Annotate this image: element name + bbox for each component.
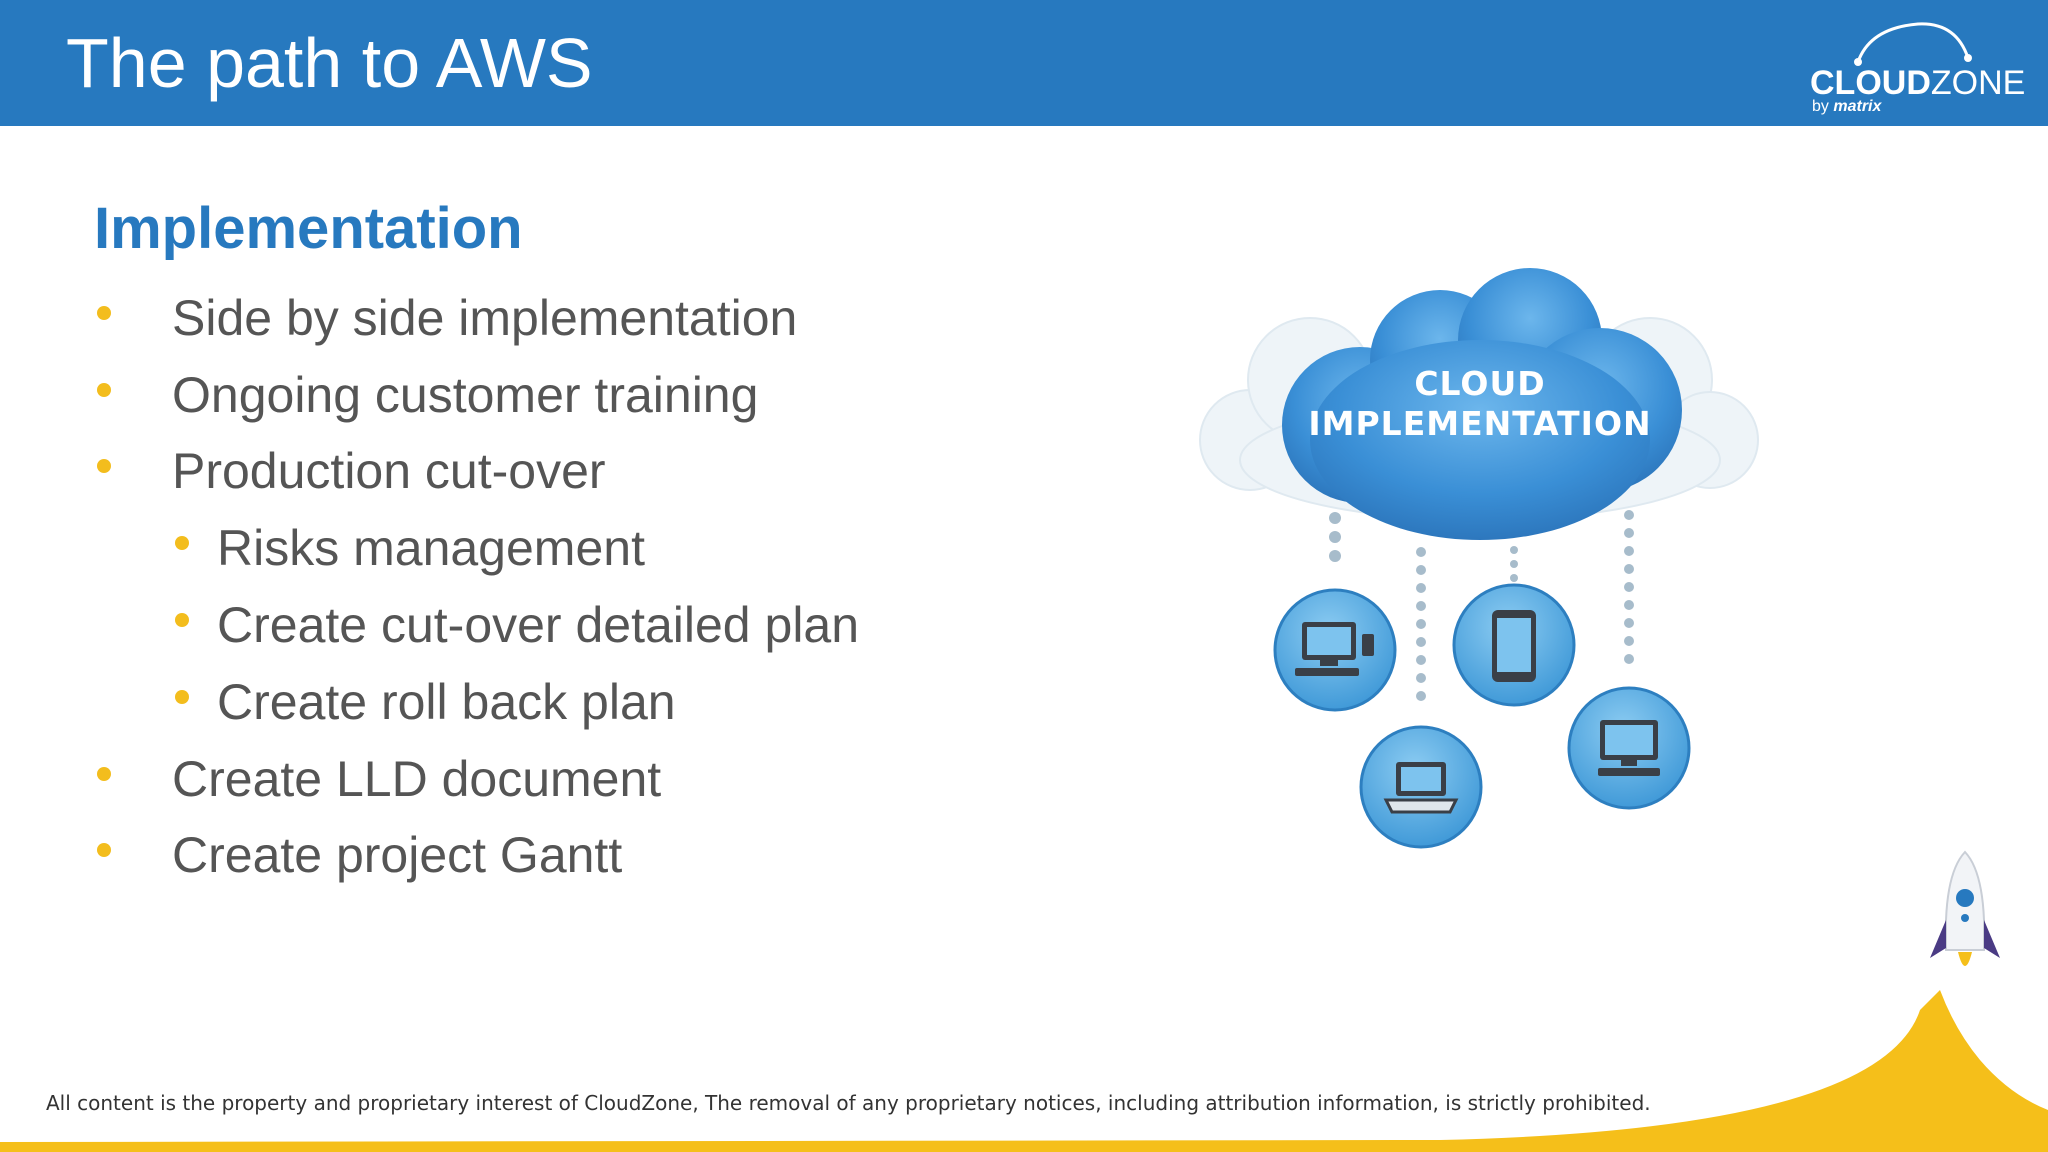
logo-byline: by matrix: [1812, 98, 1882, 115]
cloudzone-logo: CLOUDZONE by matrix: [1800, 14, 2030, 118]
bullet-item: Side by side implementation: [97, 293, 797, 343]
proprietary-notice: All content is the property and propriet…: [46, 1091, 1651, 1115]
bullet-item: Ongoing customer training: [97, 370, 758, 420]
sub-bullet-item: Create cut-over detailed plan: [175, 600, 859, 650]
cloud-label-line2: IMPLEMENTATION: [1308, 404, 1652, 443]
cloud-implementation-illustration: CLOUD IMPLEMENTATION: [1180, 260, 1780, 860]
rocket-icon: [1930, 850, 2000, 966]
bullet-dot-icon: [175, 613, 189, 627]
sub-bullet-item: Risks management: [175, 523, 645, 573]
slide-title: The path to AWS: [66, 24, 593, 102]
bullet-dot-icon: [175, 690, 189, 704]
bullet-dot-icon: [175, 536, 189, 550]
bullet-dot-icon: [97, 459, 111, 473]
bullet-dot-icon: [97, 383, 111, 397]
bullet-item: Create project Gantt: [97, 830, 622, 880]
sub-bullet-item: Create roll back plan: [175, 677, 676, 727]
logo-wordmark: CLOUDZONE: [1810, 64, 2026, 102]
section-heading: Implementation: [94, 196, 523, 261]
bullet-item: Create LLD document: [97, 754, 661, 804]
cloud-label-line1: CLOUD: [1414, 364, 1546, 403]
bullet-dot-icon: [97, 843, 111, 857]
bullet-item: Production cut-over: [97, 446, 606, 496]
bullet-dot-icon: [97, 767, 111, 781]
title-bar: The path to AWS CLOUDZONE by matrix: [0, 0, 2048, 126]
cloud-network-icon: [1199, 268, 1759, 849]
logo-arc-icon: [1854, 22, 1972, 66]
yellow-wave-decoration: [0, 990, 2048, 1152]
bullet-dot-icon: [97, 306, 111, 320]
